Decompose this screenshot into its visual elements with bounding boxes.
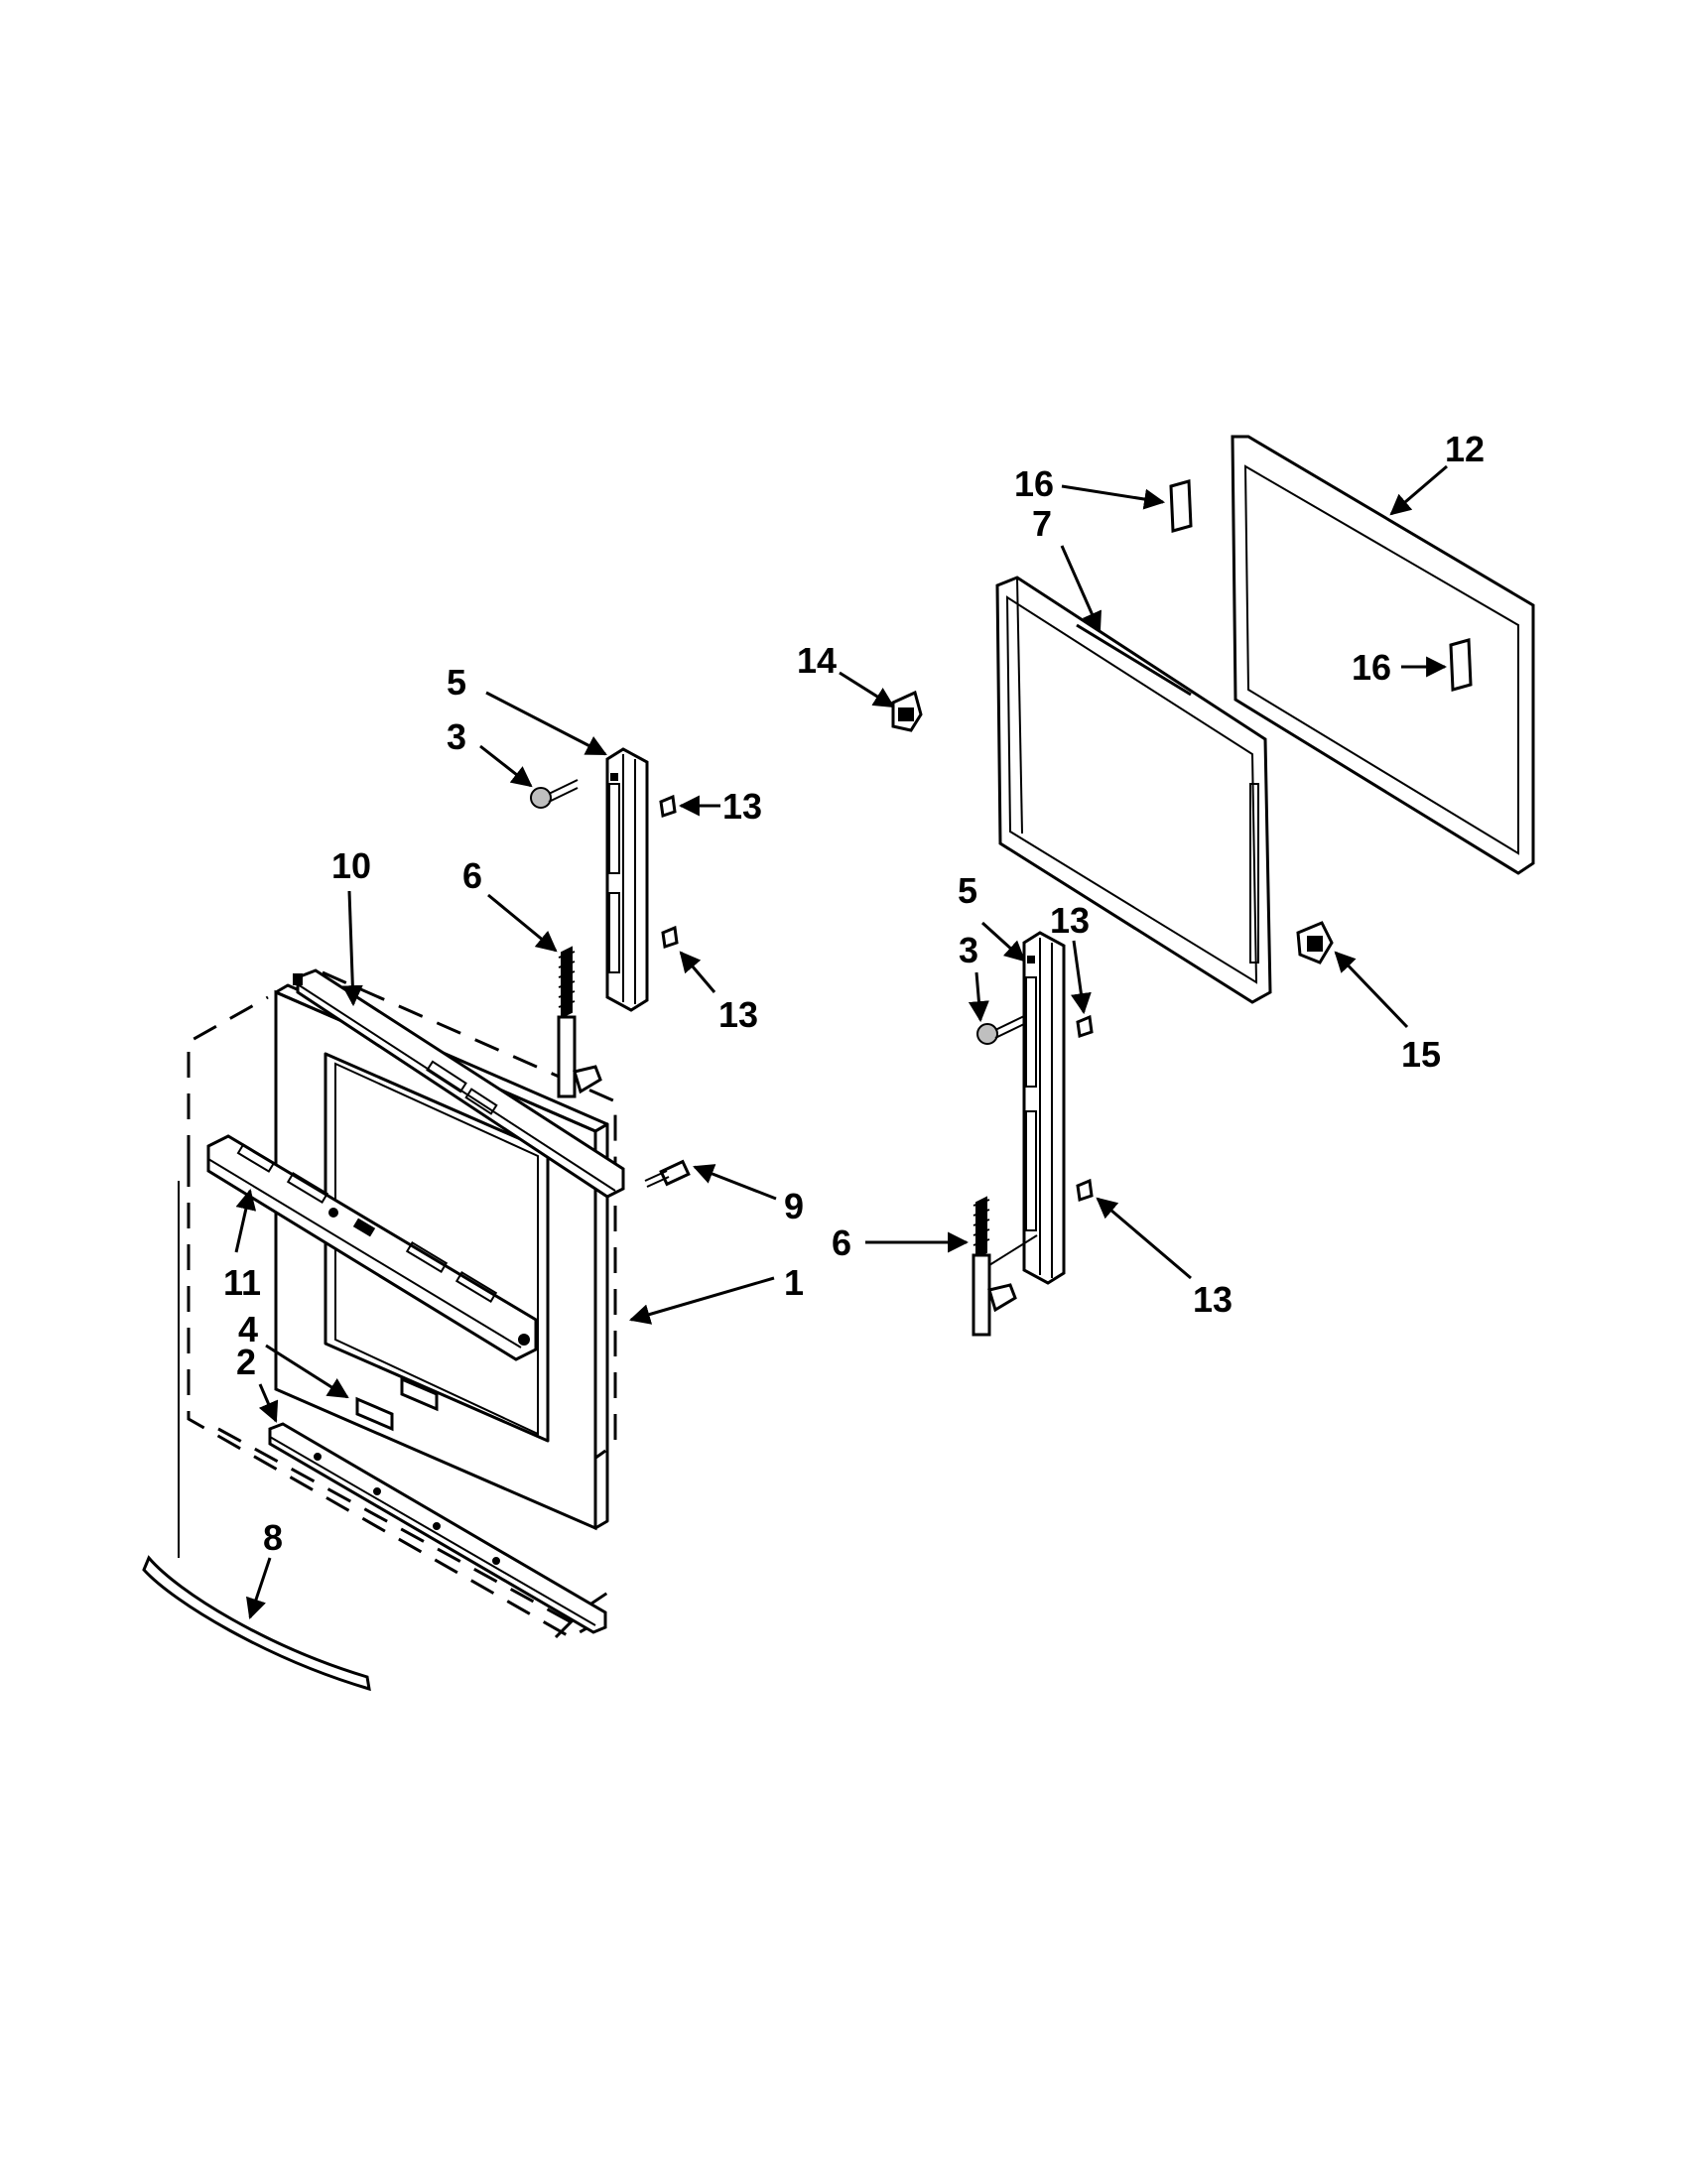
callout-2: 2 bbox=[236, 1342, 256, 1382]
callout-16-lower: 16 bbox=[1352, 647, 1391, 688]
callout-3-left: 3 bbox=[447, 716, 466, 757]
hinge-screw-left bbox=[530, 779, 579, 809]
callout-14: 14 bbox=[797, 640, 837, 681]
callout-15: 15 bbox=[1401, 1034, 1441, 1075]
door-handle bbox=[142, 1181, 371, 1692]
callout-1: 1 bbox=[784, 1262, 804, 1303]
hinge-left bbox=[557, 946, 602, 1098]
callout-13-left-upper: 13 bbox=[722, 786, 762, 827]
callout-11: 11 bbox=[223, 1262, 261, 1303]
clip-left-upper bbox=[659, 794, 677, 818]
bottom-trim bbox=[268, 1422, 607, 1634]
callout-9: 9 bbox=[784, 1186, 804, 1226]
callout-6-right: 6 bbox=[832, 1222, 851, 1263]
glass-spacer-upper bbox=[1169, 479, 1193, 533]
hinge-right bbox=[972, 1196, 1038, 1337]
door-screw bbox=[644, 1159, 691, 1188]
clip-left-lower bbox=[661, 925, 679, 949]
callout-13-right-upper: 13 bbox=[1050, 900, 1090, 941]
right-hinge-set bbox=[972, 931, 1094, 1337]
handle-bracket-bar bbox=[206, 1134, 538, 1361]
glass-bracket-lower bbox=[1296, 921, 1334, 964]
glass-spacer-lower bbox=[1449, 638, 1473, 692]
callout-labels: 1 2 3 3 4 5 5 6 6 7 8 9 10 11 12 13 13 1… bbox=[223, 429, 1485, 1558]
callout-3-right: 3 bbox=[959, 930, 978, 970]
hinge-screw-right bbox=[976, 1015, 1025, 1045]
left-hinge-set bbox=[530, 747, 679, 1098]
callout-4: 4 bbox=[238, 1309, 258, 1349]
callout-7: 7 bbox=[1032, 503, 1052, 544]
callout-8: 8 bbox=[263, 1517, 283, 1558]
callout-16-upper: 16 bbox=[1014, 463, 1054, 504]
callout-10: 10 bbox=[331, 845, 371, 886]
hinge-receiver-right bbox=[1022, 931, 1066, 1285]
outer-door-assembly bbox=[142, 968, 691, 1692]
callout-13-left-lower: 13 bbox=[718, 994, 758, 1035]
clip-right-upper bbox=[1076, 1014, 1094, 1038]
top-trim bbox=[293, 968, 625, 1199]
door-glass-panel bbox=[1231, 435, 1535, 875]
door-labels bbox=[355, 1376, 439, 1432]
callout-5-right: 5 bbox=[958, 870, 977, 911]
hinge-receiver-left bbox=[605, 747, 649, 1012]
callout-13-right-lower: 13 bbox=[1193, 1279, 1233, 1320]
glass-bracket-upper bbox=[891, 690, 923, 732]
clip-right-lower bbox=[1076, 1178, 1094, 1202]
inner-door-frame bbox=[995, 576, 1272, 1004]
callout-6-left: 6 bbox=[462, 855, 482, 896]
callout-5-left: 5 bbox=[447, 662, 466, 703]
leader-lines bbox=[234, 464, 1448, 1619]
callout-12: 12 bbox=[1445, 429, 1485, 469]
